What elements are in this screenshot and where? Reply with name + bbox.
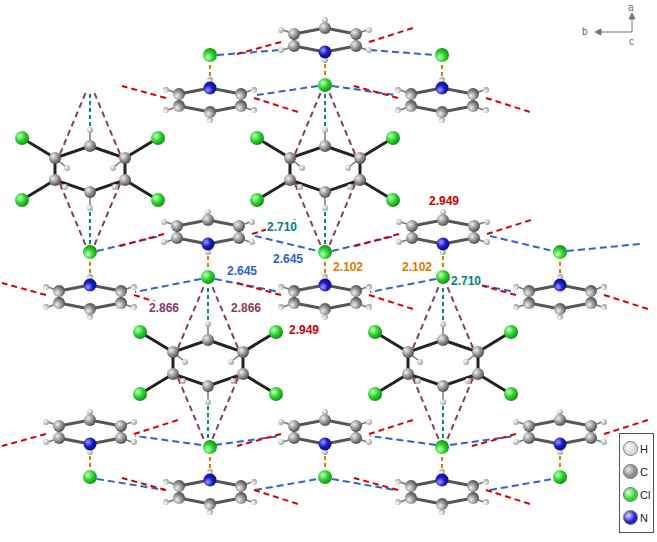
legend-swatch (623, 487, 638, 502)
legend-text: H (640, 443, 648, 455)
distance-label: 2.102 (401, 260, 433, 274)
distance-label: 2.102 (332, 260, 364, 274)
distance-label: 2.866 (148, 301, 180, 315)
legend-row: N (620, 506, 653, 529)
legend-row: H (620, 437, 653, 460)
legend-swatch (623, 464, 638, 479)
legend-row: C (620, 460, 653, 483)
distance-label: 2.645 (272, 252, 304, 266)
distance-label: 2.710 (266, 220, 298, 234)
pyridinium-cations (2, 17, 648, 515)
axis-label: b (582, 26, 588, 37)
legend-text: Cl (640, 489, 650, 501)
legend-text: N (640, 512, 648, 524)
axis-indicator (595, 13, 635, 35)
axis-label: a (628, 2, 634, 13)
legend-row: Cl (620, 483, 653, 506)
distance-label: 2.949 (428, 194, 460, 208)
distance-label: 2.949 (288, 323, 320, 337)
distance-label: 2.866 (230, 301, 262, 315)
axis-label: c (629, 36, 634, 47)
legend-swatch (623, 441, 638, 456)
atom-legend: HC ClN (619, 433, 654, 533)
legend-text: C (640, 466, 648, 478)
legend-swatch (623, 510, 638, 525)
distance-label: 2.645 (226, 264, 258, 278)
distance-label: 2.710 (450, 274, 482, 288)
